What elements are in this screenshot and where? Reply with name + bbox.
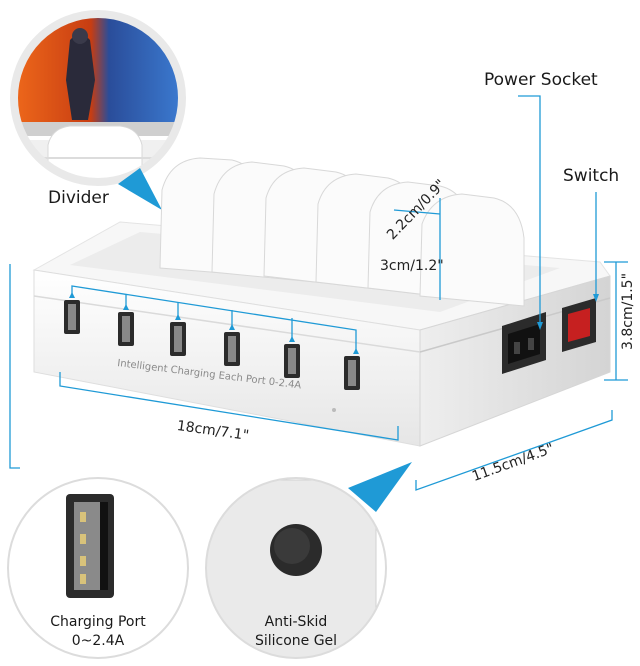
charging-port-title: Charging Port xyxy=(50,614,146,630)
charging-port-rating: 0~2.4A xyxy=(71,633,125,649)
usb-ports xyxy=(64,285,360,412)
power-socket xyxy=(502,312,546,374)
led-indicator xyxy=(332,408,336,412)
dividers xyxy=(159,157,525,307)
anti-skid-title: Anti-Skid xyxy=(264,614,328,630)
power-socket-label: Power Socket xyxy=(484,70,598,90)
divider-height-dimension: 3cm/1.2" xyxy=(380,258,444,274)
anti-skid-label: Anti-Skid Silicone Gel xyxy=(226,613,366,651)
gel-pointer xyxy=(348,462,412,512)
height-dimension: 3.8cm/1.5" xyxy=(620,272,636,350)
game-character xyxy=(66,30,95,120)
divider-label: Divider xyxy=(48,188,109,208)
tablet-screen xyxy=(14,14,182,126)
switch-label: Switch xyxy=(563,166,620,186)
divider-zoom-circle xyxy=(10,10,186,210)
divider-pointer xyxy=(118,168,162,210)
charging-port-label: Charging Port 0~2.4A xyxy=(28,613,168,651)
anti-skid-subtitle: Silicone Gel xyxy=(254,633,338,649)
anti-skid-zoom-circle xyxy=(205,462,412,659)
charging-port-zoom-circle xyxy=(7,477,189,659)
callout-lines xyxy=(9,95,628,491)
charger-body xyxy=(32,157,611,447)
power-switch xyxy=(562,298,596,352)
